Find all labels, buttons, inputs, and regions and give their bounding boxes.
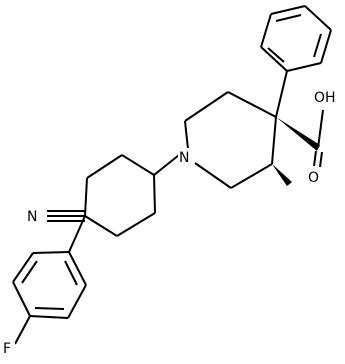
bond: [84, 215, 118, 237]
bond: [271, 116, 277, 165]
double-bond: [313, 150, 317, 167]
atom-label-fluorine: F: [3, 341, 11, 357]
bond: [121, 154, 155, 176]
bond: [29, 315, 69, 319]
atom-label-piperidine-n: N: [179, 150, 189, 166]
bond: [317, 109, 324, 149]
bond: [68, 215, 86, 253]
aromatic-inner-bond: [267, 47, 285, 63]
bond: [116, 212, 156, 237]
bond: [32, 251, 70, 254]
aromatic-inner-bond: [313, 33, 322, 58]
bond: [227, 91, 277, 118]
bond: [275, 70, 288, 118]
bond: [153, 154, 180, 176]
fluorophenyl-ring: [12, 251, 87, 319]
cyclohexane-ring: [84, 154, 156, 237]
piperidine-ring: [184, 91, 277, 189]
bond: [67, 284, 87, 319]
bond: [270, 5, 306, 15]
bond: [260, 46, 288, 72]
bond: [194, 162, 232, 189]
bond: [68, 251, 87, 286]
carboxylic-acid-group: [313, 109, 324, 168]
bond: [286, 62, 322, 72]
bond: [260, 13, 272, 48]
bond: [12, 252, 34, 283]
bond: [230, 163, 273, 189]
atom-label-oh: OH: [314, 90, 336, 106]
bond: [84, 177, 88, 217]
aromatic-inner-bond: [21, 260, 38, 284]
bond: [86, 154, 123, 179]
bond: [12, 281, 31, 317]
aromatic-inner-bond: [275, 14, 302, 22]
atom-label-carbonyl-o: O: [308, 170, 319, 186]
bond: [14, 315, 31, 345]
bond: [184, 120, 189, 150]
stereo-wedge-bond: [272, 164, 292, 186]
aromatic-inner-bond: [64, 260, 78, 286]
atom-label-nitrile-n: N: [27, 209, 37, 225]
stereo-wedge-bond: [276, 117, 320, 151]
nitrile-group: [47, 210, 85, 222]
bond: [320, 29, 332, 64]
double-bond: [319, 151, 323, 168]
bond: [153, 174, 156, 214]
bond: [304, 5, 332, 31]
aromatic-inner-bond: [34, 307, 65, 310]
bond: [184, 91, 229, 122]
phenyl-ring: [260, 5, 332, 72]
